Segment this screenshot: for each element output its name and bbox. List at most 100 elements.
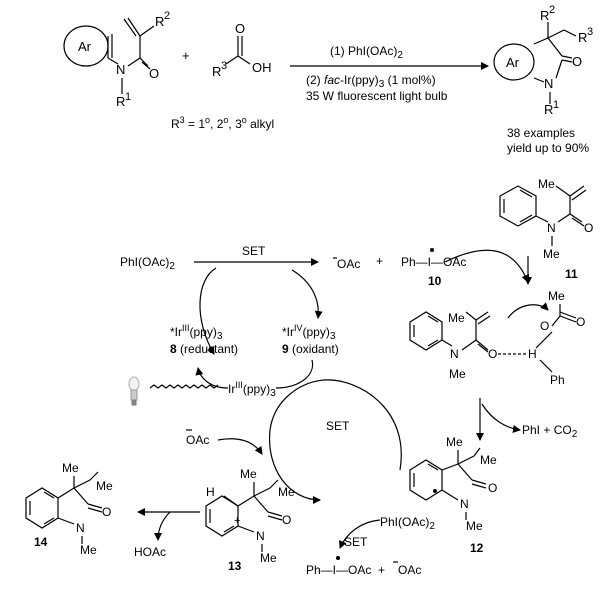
- c14-me: Me: [62, 461, 79, 475]
- product-r2-sup: 2: [549, 4, 555, 16]
- product-ar-label: Ar: [506, 55, 520, 70]
- c12-me: Me: [446, 435, 463, 449]
- ts-i-label: H: [528, 347, 537, 361]
- c11-me-n: Me: [543, 247, 560, 261]
- curve-arrow-to-ts: [444, 249, 530, 283]
- compound-13-label: 13: [228, 559, 242, 573]
- r2-label: R: [155, 14, 164, 29]
- o-label: O: [149, 66, 159, 81]
- compound-12: O N Me Me Me 12: [409, 435, 497, 555]
- compound-12-label: 12: [470, 541, 484, 555]
- bottom-plus: +: [378, 563, 385, 577]
- set3-arrow: [339, 519, 381, 549]
- product-r2: R: [540, 8, 549, 23]
- ts-ph: Ph: [550, 373, 565, 387]
- c11-n: N: [547, 221, 556, 235]
- reductant-label: 8 (reductant): [170, 342, 238, 356]
- step1-label: (1) PhI(OAc)2: [330, 44, 403, 61]
- substrate-acrylamide: Ar N R 1 O R 2: [63, 10, 170, 109]
- product-oxindole: Ar O N R 1 R 2 R 3: [493, 4, 593, 117]
- product-r3: R: [578, 30, 587, 45]
- c14-me-n: Me: [80, 543, 97, 557]
- product-r1: R: [544, 102, 553, 117]
- ts-o3: O: [576, 315, 585, 329]
- r3-alkyl-note: R3 = 1o, 2o, 3o alkyl: [171, 115, 274, 131]
- n-label: N: [116, 62, 125, 77]
- c14-o: O: [102, 505, 111, 519]
- phi-co2-label: PhI + CO2: [522, 423, 578, 440]
- c11-o: O: [584, 221, 593, 235]
- cycle-bottom-right: [275, 359, 314, 389]
- oac-left: OAc: [186, 433, 209, 447]
- transition-state: Me N Me O H Ph O O Me: [409, 289, 585, 387]
- carboxylic-acid: R 3 O OH: [212, 21, 272, 79]
- hoac-label: HOAc: [134, 545, 166, 559]
- compound-11: N Me O Me 11: [499, 177, 593, 281]
- r3-sup: 3: [221, 60, 227, 72]
- product-r1-sup: 1: [553, 99, 559, 111]
- r3-label: R: [212, 64, 221, 79]
- phioac2-label: PhI(OAc)2: [120, 255, 175, 272]
- ts-curve-arrow: [507, 302, 549, 319]
- step2-label: (2) fac-Ir(ppy)3 (1 mol%): [306, 73, 436, 90]
- ir3-excited: *IrIII(ppy)3: [170, 323, 223, 342]
- set3-label: SET: [344, 535, 368, 549]
- r2-sup: 2: [164, 10, 170, 22]
- ts-me: Me: [448, 311, 465, 325]
- yield-label: yield up to 90%: [507, 141, 589, 155]
- cycle-right-arc: [291, 269, 323, 319]
- c11-me: Me: [538, 177, 555, 191]
- c12-me-n: Me: [466, 519, 483, 533]
- c13-me-n: Me: [260, 551, 277, 565]
- c13-h: H: [206, 485, 215, 499]
- ir3-ground: IrIII(ppy)3: [228, 380, 276, 399]
- c13-me: Me: [240, 467, 257, 481]
- c12-n: N: [460, 497, 469, 511]
- light-wave: [149, 384, 219, 389]
- ts-me-acyl: Me: [548, 289, 565, 303]
- c12-et-me: Me: [480, 453, 497, 467]
- cycle-bottom-left: [195, 367, 229, 389]
- acid-o-label: O: [235, 21, 245, 36]
- c13-et-me: Me: [278, 485, 295, 499]
- light-label: 35 W fluorescent light bulb: [306, 89, 448, 103]
- ph-i-oac-radical: Ph—I—OAc: [401, 255, 466, 269]
- product-n-label: N: [544, 76, 553, 91]
- ar-label: Ar: [78, 39, 92, 54]
- c13-n: N: [256, 529, 265, 543]
- arrow-hoac: [154, 511, 171, 541]
- compound-10-label: 10: [428, 274, 442, 288]
- r1-sup: 1: [125, 91, 131, 103]
- plus-sign: +: [182, 48, 190, 63]
- bottom-phioac: Ph—I—OAc: [306, 563, 371, 577]
- c13-plus: +: [234, 515, 240, 527]
- arrow-phi-loss: [481, 403, 521, 433]
- r1-label: R: [116, 94, 125, 109]
- set2-label: SET: [326, 419, 350, 433]
- cycle-left-arc: [199, 267, 217, 355]
- ts-me-n: Me: [449, 367, 466, 381]
- set-circle-arrow: [268, 379, 402, 504]
- compound-13: H + O N Me Me Me 13: [205, 467, 295, 573]
- c12-o: O: [488, 481, 497, 495]
- oh-label: OH: [252, 60, 272, 75]
- bottom-oac: OAc: [398, 563, 421, 577]
- set1-label: SET: [242, 244, 266, 258]
- c13-o: O: [282, 513, 291, 527]
- compound-11-label: 11: [565, 267, 578, 281]
- examples-label: 38 examples: [507, 126, 575, 140]
- c14-et-me: Me: [96, 479, 113, 493]
- c14-n: N: [76, 521, 85, 535]
- plus-1: +: [376, 254, 383, 268]
- oxidant-label: 9 (oxidant): [282, 342, 339, 356]
- compound-14: O N Me Me Me 14: [25, 461, 113, 557]
- arrow-oac-to-13: [217, 438, 263, 455]
- product-o-label: O: [572, 54, 582, 69]
- ts-o2: O: [540, 319, 549, 333]
- phioac2-b: PhI(OAc)2: [380, 515, 435, 532]
- compound-14-label: 14: [34, 535, 48, 549]
- product-r3-sup: 3: [587, 26, 593, 38]
- ir4-excited: *IrIV(ppy)3: [282, 323, 336, 342]
